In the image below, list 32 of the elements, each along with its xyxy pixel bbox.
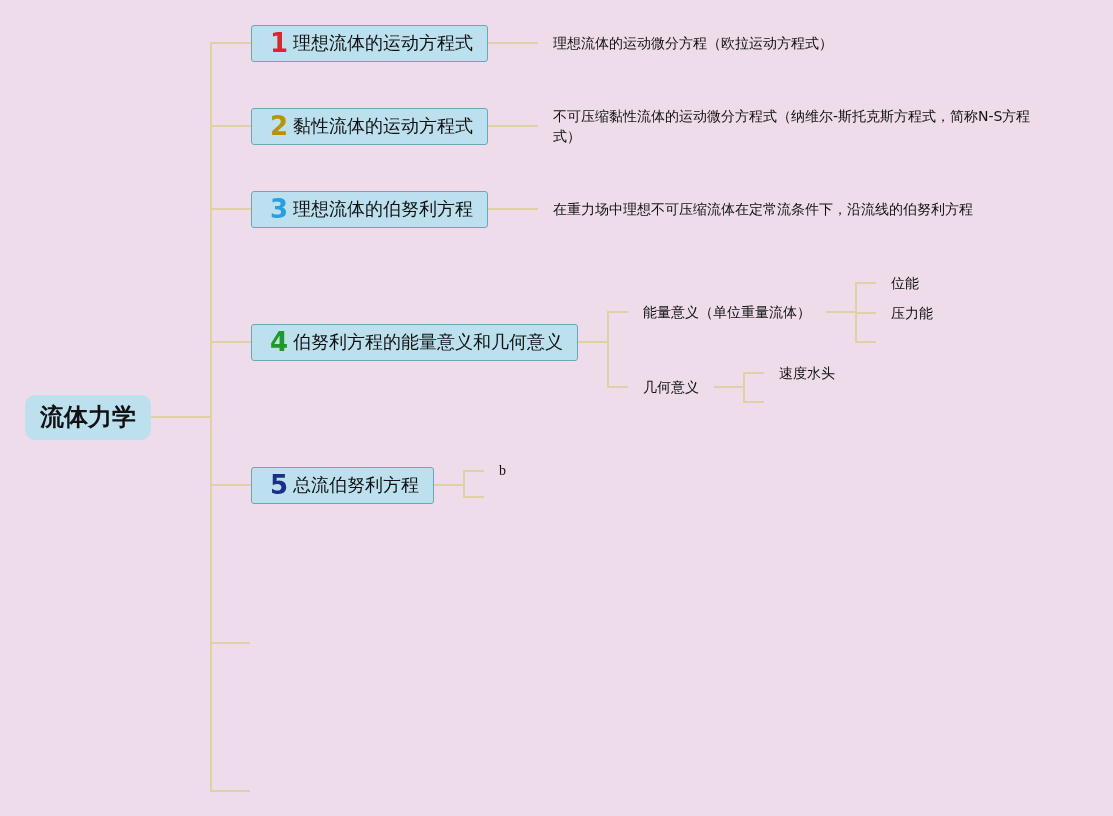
topic-number: 2 bbox=[270, 111, 289, 141]
topic-title: 总流伯努利方程 bbox=[293, 473, 420, 497]
branch-line bbox=[713, 386, 765, 403]
branch-text: 在重力场中理想不可压缩流体在定常流条件下，沿流线的伯努利方程 bbox=[538, 199, 988, 219]
branch-line bbox=[487, 42, 539, 44]
topic-box bbox=[251, 323, 579, 361]
topic-title: 理想流体的伯努利方程 bbox=[293, 197, 474, 221]
branch-text: 理想流体的运动微分方程（欧拉运动方程式） bbox=[538, 33, 848, 53]
branch-text: 不可压缩黏性流体的运动微分方程式（纳维尔-斯托克斯方程式，简称N-S方程式） bbox=[538, 106, 1053, 146]
topic-box bbox=[251, 107, 489, 145]
topic-number: 5 bbox=[270, 470, 289, 500]
branch-line bbox=[433, 484, 485, 498]
topic-box bbox=[251, 24, 489, 62]
topic-box bbox=[251, 190, 489, 228]
branch-text: 几何意义 bbox=[628, 377, 714, 397]
topic-title: 黏性流体的运动方程式 bbox=[293, 114, 474, 138]
topic-title: 理想流体的运动方程式 bbox=[293, 31, 474, 55]
topic-number: 4 bbox=[270, 327, 289, 357]
branch-text: 位能 bbox=[876, 273, 934, 293]
branch-text: 压力能 bbox=[876, 303, 948, 323]
branch-line bbox=[577, 341, 629, 388]
topic-number: 3 bbox=[270, 194, 289, 224]
branch-line bbox=[825, 311, 877, 343]
branch-text: 能量意义（单位重量流体） bbox=[628, 302, 826, 322]
central-topic: 流体力学 bbox=[25, 394, 151, 440]
branch-line bbox=[487, 208, 539, 210]
branch-line bbox=[487, 125, 539, 127]
topic-number: 1 bbox=[270, 28, 289, 58]
topic-box bbox=[251, 466, 435, 504]
branch-text: 速度水头 bbox=[764, 363, 850, 383]
branch-text: b bbox=[484, 461, 521, 481]
topic-title: 伯努利方程的能量意义和几何意义 bbox=[293, 330, 564, 354]
